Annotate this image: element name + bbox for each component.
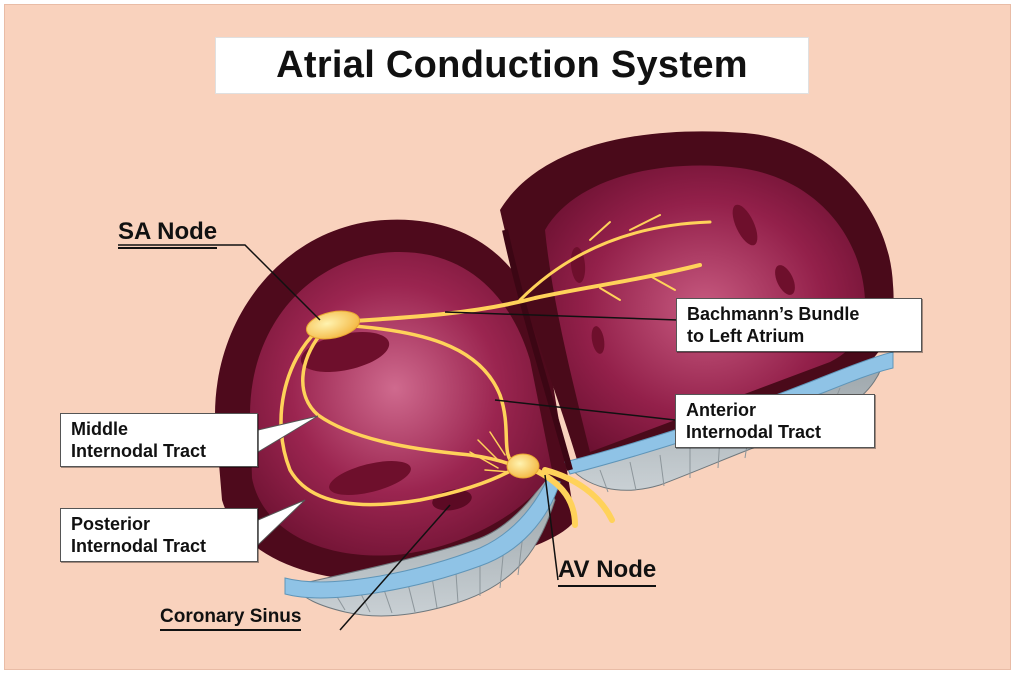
label-av-node: AV Node xyxy=(558,556,656,587)
label-middle-internodal-tract: Middle Internodal Tract xyxy=(60,413,258,467)
label-coronary-sinus: Coronary Sinus xyxy=(160,606,301,631)
label-anterior-internodal-tract: Anterior Internodal Tract xyxy=(675,394,875,448)
diagram-title: Atrial Conduction System xyxy=(215,37,809,94)
av-node xyxy=(507,454,539,478)
label-bachmann-bundle: Bachmann’s Bundle to Left Atrium xyxy=(676,298,922,352)
label-posterior-internodal-tract: Posterior Internodal Tract xyxy=(60,508,258,562)
label-sa-node: SA Node xyxy=(118,218,217,249)
title-text: Atrial Conduction System xyxy=(276,44,748,87)
